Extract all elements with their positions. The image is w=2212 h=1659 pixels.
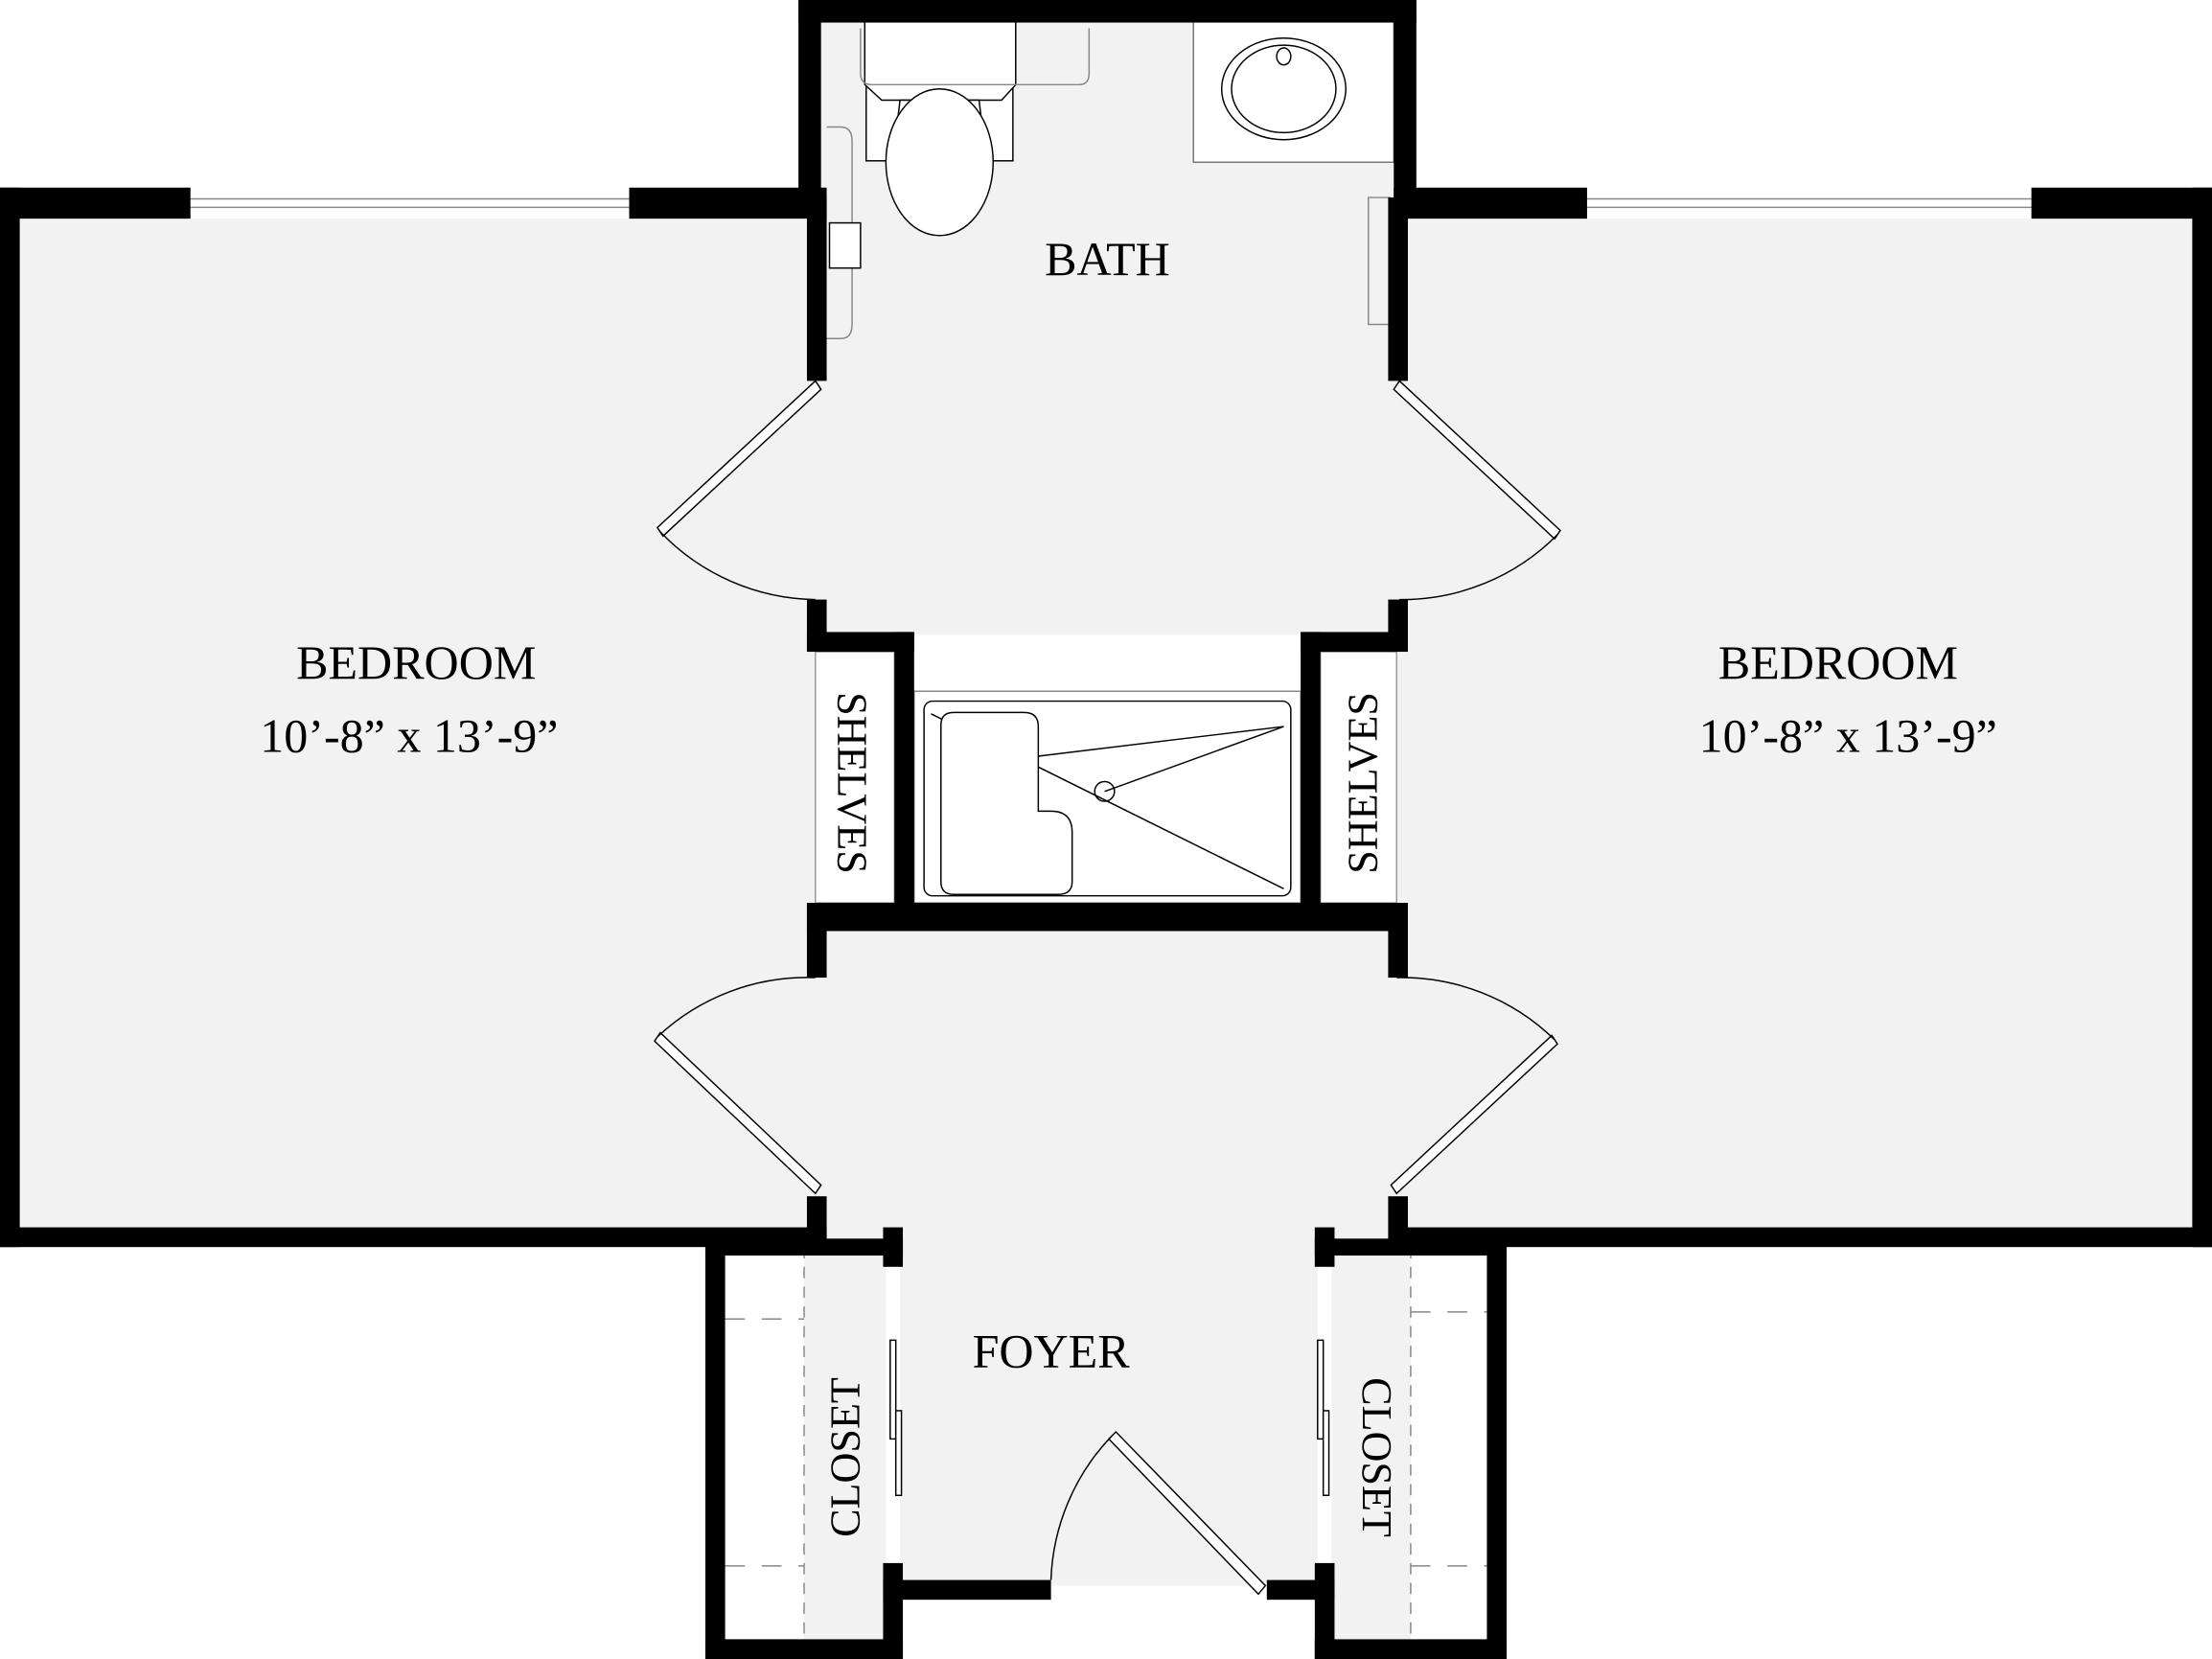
bedroom-right-label: BEDROOM [1718,635,1958,689]
closet-left-label: CLOSET [821,1377,868,1537]
door-bath-left[interactable] [656,380,822,601]
sink-icon [1220,37,1347,141]
door-entry[interactable] [1049,1430,1267,1596]
toilet-icon [864,18,1017,237]
door-foyer-right[interactable] [1390,977,1558,1195]
shelves-right-area [1319,651,1397,904]
bedroom-left-label: BEDROOM [296,635,536,689]
bedroom-right-dimensions: 10’-8” x 13’-9” [1699,709,1997,763]
closet-right-details [1410,1247,1487,1640]
closet-right-label: CLOSET [1353,1377,1400,1537]
floors [19,19,2193,1640]
shower-icon [913,690,1302,904]
door-bath-right[interactable] [1393,380,1561,601]
shelves-left-area [815,651,895,904]
shelves-right-label: SHELVES [1340,692,1387,874]
closet-left-details [725,1247,805,1640]
bath-label: BATH [1045,232,1170,286]
window-left [190,192,630,215]
bedroom-left-dimensions: 10’-8” x 13’-9” [260,709,558,763]
door-foyer-left[interactable] [654,977,822,1195]
grab-bars [826,28,1392,904]
closet-sliding-doors[interactable] [889,1339,1330,1496]
shelves-left-label: SHELVES [828,692,875,874]
window-right [1586,192,2032,215]
foyer-label: FOYER [973,1324,1131,1377]
